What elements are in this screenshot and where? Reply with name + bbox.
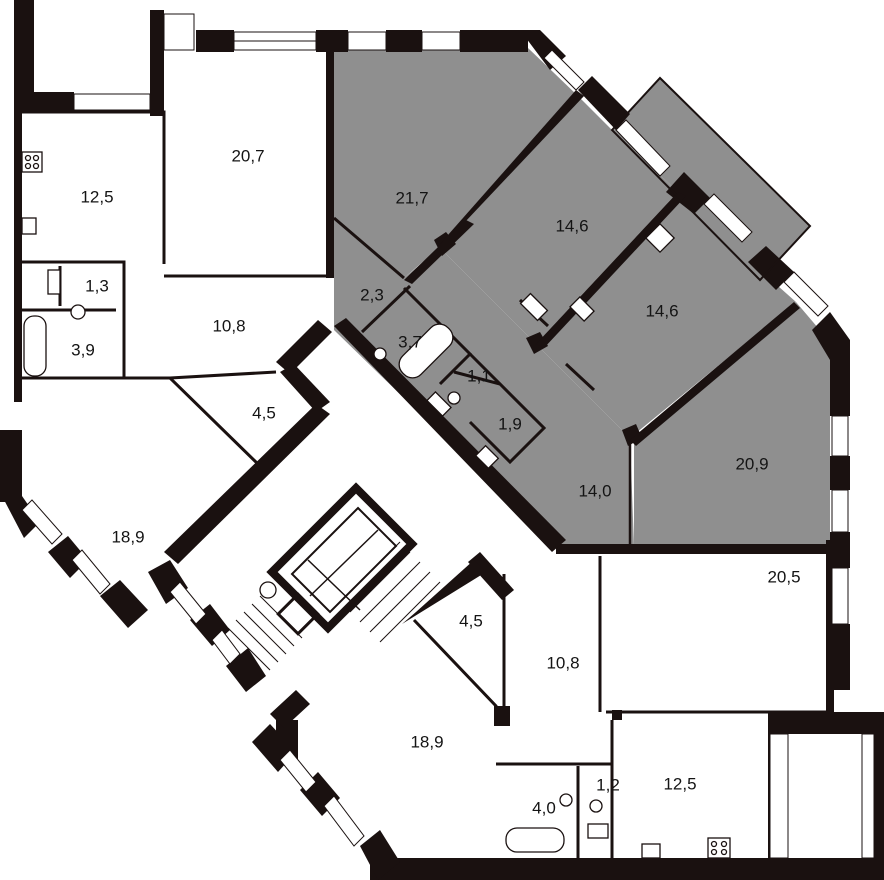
- sink-icon: [641, 843, 661, 859]
- area-room-south: 18,9: [410, 732, 443, 751]
- stove-icon: [707, 837, 731, 859]
- windows: [21, 13, 875, 859]
- stove-icon: [21, 151, 43, 173]
- area-kitchen-bottom: 12,5: [663, 774, 696, 793]
- area-hall-bottom: 10,8: [546, 653, 579, 672]
- stairwell: [219, 482, 441, 679]
- area-room-east: 20,5: [767, 567, 800, 586]
- area-kitchen-top-left: 12,5: [80, 187, 113, 206]
- area-storage-top-left: 4,5: [252, 403, 276, 422]
- stove-icon: [644, 222, 676, 254]
- shaft-icon: [276, 592, 320, 636]
- bathtub-icon: [23, 315, 47, 377]
- sink-icon: [587, 823, 609, 839]
- sink-icon: [47, 269, 61, 295]
- toilet-icon: [447, 391, 461, 405]
- highlighted-apartment: [334, 48, 830, 546]
- area-room-hl-east: 20,9: [735, 454, 768, 473]
- area-bath-top-left: 3,9: [71, 340, 95, 359]
- sink-icon: [373, 347, 387, 361]
- area-wc-top-left: 1,3: [85, 276, 109, 295]
- room-14-6-north-fill: [440, 96, 678, 344]
- stair-flight-east: [339, 541, 441, 643]
- area-room-west: 18,9: [111, 527, 144, 546]
- hall-14-0-fill: [334, 218, 634, 546]
- chute-icon: [259, 581, 277, 599]
- sink-icon: [426, 391, 452, 417]
- area-bath-bottom: 4,0: [532, 798, 556, 817]
- area-wc-hl: 1,1: [467, 366, 491, 385]
- area-room-top-left: 20,7: [231, 146, 264, 165]
- area-hall-top-left: 10,8: [212, 316, 245, 335]
- area-room-hl-north: 14,6: [555, 216, 588, 235]
- bathtub-icon: [398, 323, 454, 379]
- toilet-icon: [70, 304, 86, 320]
- fixtures: [21, 151, 731, 859]
- bathtub-icon: [505, 827, 565, 853]
- area-room-hl-large: 21,7: [395, 188, 428, 207]
- area-storage-hl: 1,9: [498, 414, 522, 433]
- area-corridor-hl-small: 2,3: [360, 285, 384, 304]
- sink-icon: [21, 217, 37, 235]
- area-kitchen-hl: 14,6: [645, 301, 678, 320]
- sink-icon: [559, 793, 573, 807]
- room-21-7-fill: [334, 48, 578, 278]
- elevator-shaft: [266, 482, 418, 634]
- toilet-icon: [589, 799, 603, 813]
- area-storage-bottom: 4,5: [459, 611, 483, 630]
- area-hall-hl: 14,0: [578, 481, 611, 500]
- sink-icon: [569, 296, 595, 322]
- area-wc-bottom: 1,2: [596, 775, 620, 794]
- balcony-fill: [612, 78, 810, 280]
- area-bath-hl: 3,7: [398, 332, 422, 351]
- area-labels: 12,5 20,7 21,7 14,6 14,6 2,3 3,7 1,1 1,9…: [71, 146, 800, 817]
- sink-icon: [474, 444, 500, 470]
- room-20-9-fill: [634, 302, 830, 546]
- kitchen-14-6-fill: [536, 192, 796, 438]
- sink-icon: [519, 292, 549, 322]
